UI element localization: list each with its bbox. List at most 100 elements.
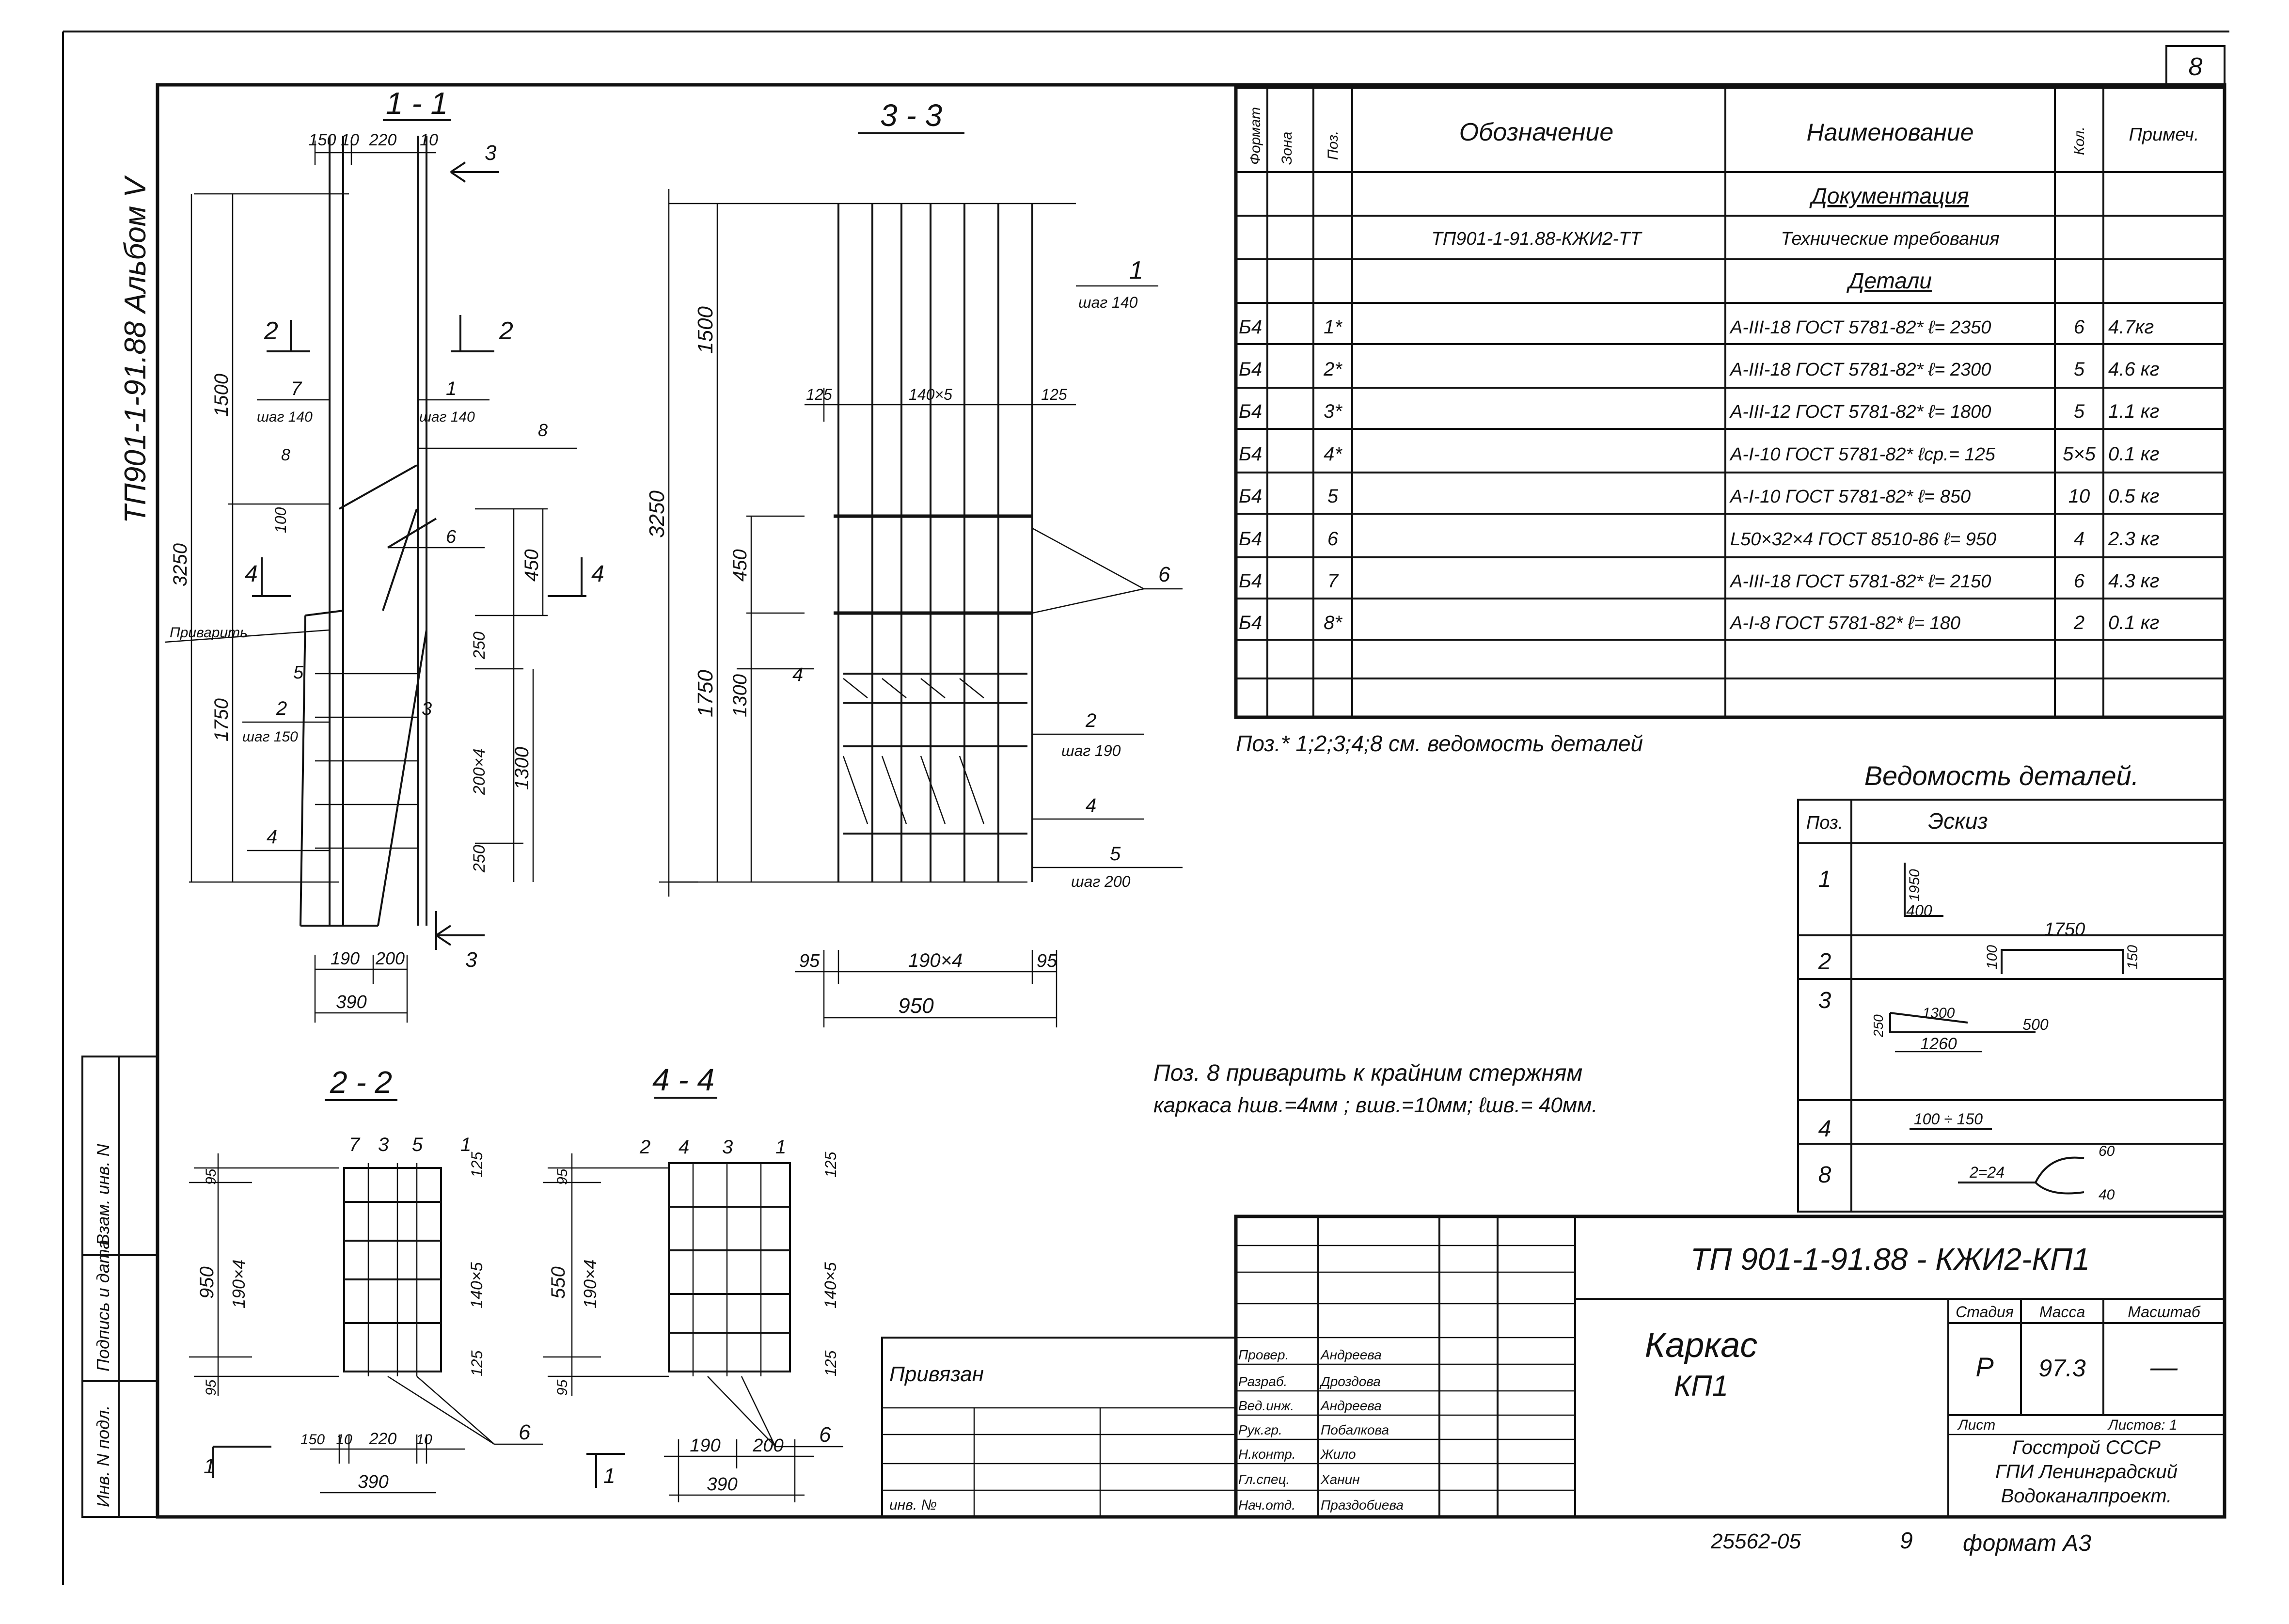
svg-text:8: 8 bbox=[538, 420, 548, 440]
section-title: 2 - 2 bbox=[330, 1065, 392, 1100]
svg-text:7: 7 bbox=[291, 378, 302, 399]
sheet-number: 8 bbox=[2189, 53, 2203, 81]
svg-text:Б4: Б4 bbox=[1239, 316, 1262, 338]
svg-text:Привязан: Привязан bbox=[889, 1362, 984, 1386]
svg-text:5: 5 bbox=[2074, 359, 2085, 380]
svg-text:450: 450 bbox=[729, 549, 751, 582]
svg-text:А-III-12 ГОСТ 5781-82* ℓ= 1800: А-III-12 ГОСТ 5781-82* ℓ= 1800 bbox=[1729, 402, 1991, 422]
svg-text:125: 125 bbox=[822, 1151, 839, 1178]
svg-text:40: 40 bbox=[2099, 1187, 2115, 1203]
svg-text:1: 1 bbox=[603, 1464, 615, 1488]
svg-text:Б4: Б4 bbox=[1239, 570, 1262, 592]
svg-text:250: 250 bbox=[470, 845, 489, 873]
note-line-2: каркаса hшв.=4мм ; вшв.=10мм; ℓшв.= 40мм… bbox=[1153, 1093, 1597, 1117]
svg-text:2: 2 bbox=[2073, 612, 2084, 633]
side-label-vzam: Взам. инв. N bbox=[93, 1143, 113, 1246]
svg-text:—: — bbox=[2150, 1352, 2178, 1382]
svg-text:4.6 кг: 4.6 кг bbox=[2108, 359, 2159, 380]
svg-text:Листов: 1: Листов: 1 bbox=[2107, 1417, 2178, 1433]
svg-text:А-I-10 ГОСТ 5781-82* ℓср.= 125: А-I-10 ГОСТ 5781-82* ℓср.= 125 bbox=[1729, 444, 1996, 465]
svg-text:1300: 1300 bbox=[729, 674, 751, 717]
svg-text:140×5: 140×5 bbox=[468, 1262, 486, 1309]
svg-text:Лист: Лист bbox=[1957, 1417, 1995, 1433]
stirrups bbox=[843, 673, 1027, 835]
svg-text:150: 150 bbox=[309, 131, 336, 149]
svg-text:Побалкова: Побалкова bbox=[1321, 1422, 1389, 1437]
svg-text:190×4: 190×4 bbox=[580, 1260, 600, 1309]
vert-dims-right bbox=[475, 508, 548, 882]
inclined-bars bbox=[300, 610, 427, 927]
sheet-frame: 8 Инв. N подл. Подпись и дата Взам. инв.… bbox=[62, 31, 2229, 1585]
svg-text:500: 500 bbox=[2022, 1016, 2049, 1033]
svg-text:1500: 1500 bbox=[211, 374, 232, 417]
svg-text:190: 190 bbox=[331, 948, 360, 968]
svg-text:инв. №: инв. № bbox=[889, 1497, 937, 1513]
svg-text:0.1 кг: 0.1 кг bbox=[2108, 443, 2159, 465]
svg-text:950: 950 bbox=[898, 994, 934, 1018]
drawing-subtitle: КП1 bbox=[1674, 1370, 1728, 1402]
svg-text:2=24: 2=24 bbox=[1969, 1164, 2005, 1181]
svg-text:А-I-10 ГОСТ 5781-82* ℓ= 850: А-I-10 ГОСТ 5781-82* ℓ= 850 bbox=[1729, 487, 1971, 507]
side-label-inv: Инв. N подл. bbox=[93, 1405, 113, 1507]
svg-text:Наименование: Наименование bbox=[1806, 119, 1973, 146]
svg-text:390: 390 bbox=[707, 1474, 737, 1495]
section-title: 4 - 4 bbox=[652, 1062, 714, 1097]
svg-text:Поз.: Поз. bbox=[1806, 813, 1843, 833]
svg-text:200×4: 200×4 bbox=[470, 749, 489, 796]
svg-text:4: 4 bbox=[267, 826, 277, 848]
svg-text:2: 2 bbox=[639, 1136, 650, 1158]
svg-text:5: 5 bbox=[293, 662, 304, 683]
svg-text:1: 1 bbox=[204, 1454, 215, 1478]
svg-text:3: 3 bbox=[378, 1134, 389, 1155]
svg-text:100: 100 bbox=[272, 507, 289, 533]
svg-text:1.1 кг: 1.1 кг bbox=[2108, 401, 2159, 422]
svg-text:2: 2 bbox=[1085, 710, 1096, 731]
svg-text:220: 220 bbox=[369, 131, 397, 149]
svg-text:150: 150 bbox=[300, 1432, 325, 1448]
section-1-1: 1 - 1 150 10 220 10 1500 3250 1750 450 2… bbox=[164, 86, 604, 1023]
svg-text:0.1 кг: 0.1 кг bbox=[2108, 612, 2159, 633]
svg-text:5×5: 5×5 bbox=[2063, 443, 2096, 465]
svg-text:Технические требования: Технические требования bbox=[1781, 229, 1999, 249]
svg-text:6: 6 bbox=[2074, 316, 2085, 338]
svg-text:Рук.гр.: Рук.гр. bbox=[1238, 1422, 1282, 1437]
svg-text:Б4: Б4 bbox=[1239, 359, 1262, 380]
note-line-1: Поз. 8 приварить к крайним стержням bbox=[1153, 1060, 1582, 1086]
svg-text:Праздобиева: Праздобиева bbox=[1321, 1498, 1404, 1513]
section-2-2: 2 - 2 95 190×4 950 95 150 10 220 10 390 … bbox=[189, 1065, 543, 1494]
svg-text:3: 3 bbox=[1818, 988, 1831, 1013]
svg-text:2: 2 bbox=[276, 698, 287, 719]
svg-text:3250: 3250 bbox=[170, 543, 191, 586]
svg-text:100 ÷ 150: 100 ÷ 150 bbox=[1914, 1110, 1983, 1128]
svg-text:L50×32×4 ГОСТ 8510-86 ℓ= 950: L50×32×4 ГОСТ 8510-86 ℓ= 950 bbox=[1730, 529, 1996, 550]
svg-text:Кол.: Кол. bbox=[2071, 126, 2087, 155]
svg-text:4*: 4* bbox=[1324, 443, 1342, 465]
svg-text:2: 2 bbox=[499, 317, 513, 345]
svg-text:390: 390 bbox=[336, 992, 366, 1012]
svg-text:8*: 8* bbox=[1324, 612, 1342, 633]
svg-text:6: 6 bbox=[819, 1423, 831, 1447]
svg-text:390: 390 bbox=[358, 1472, 388, 1492]
svg-text:125: 125 bbox=[806, 386, 832, 403]
svg-text:Б4: Б4 bbox=[1239, 443, 1262, 465]
svg-text:2.3 кг: 2.3 кг bbox=[2108, 528, 2159, 550]
section-3-3: 3 - 3 1500 3250 450 1750 1300 125 140×5 … bbox=[645, 98, 1183, 1027]
svg-text:1750: 1750 bbox=[2044, 919, 2085, 940]
svg-text:1: 1 bbox=[1129, 256, 1143, 284]
svg-text:95: 95 bbox=[799, 951, 820, 971]
svg-text:Детали: Детали bbox=[1846, 268, 1932, 293]
svg-text:10: 10 bbox=[341, 131, 359, 149]
svg-text:4: 4 bbox=[591, 561, 604, 587]
svg-text:3: 3 bbox=[465, 948, 477, 972]
svg-text:140×5: 140×5 bbox=[909, 386, 952, 403]
svg-text:220: 220 bbox=[369, 1430, 397, 1448]
sheet-number-box bbox=[2165, 45, 2226, 86]
svg-text:3*: 3* bbox=[1324, 401, 1342, 422]
svg-text:Дроздова: Дроздова bbox=[1319, 1374, 1381, 1389]
svg-text:шаг 140: шаг 140 bbox=[257, 409, 313, 425]
spec-row: Б4 6 L50×32×4 ГОСТ 8510-86 ℓ= 950 4 2.3 … bbox=[1239, 528, 2159, 550]
svg-text:97.3: 97.3 bbox=[2038, 1355, 2086, 1382]
vert-dims bbox=[669, 203, 1076, 883]
svg-text:ГПИ Ленинградский: ГПИ Ленинградский bbox=[1995, 1461, 2178, 1482]
svg-text:Н.контр.: Н.контр. bbox=[1238, 1447, 1296, 1462]
